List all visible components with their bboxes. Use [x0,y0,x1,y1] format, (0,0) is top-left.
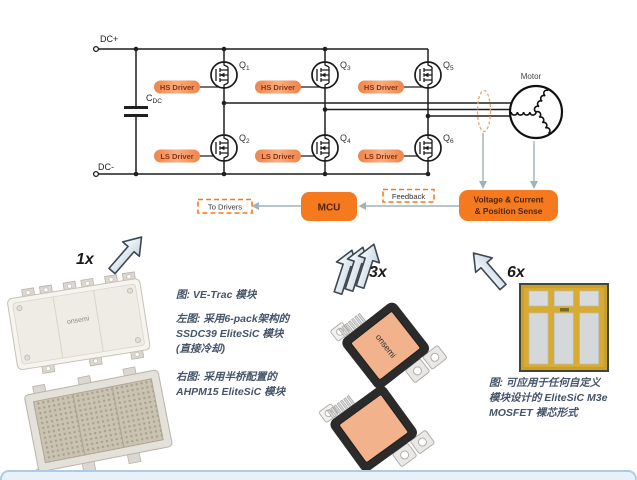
bare-die-photo [519,283,609,372]
multiplier-1x: 1x [76,251,95,268]
motor-label: Motor [521,72,542,81]
current-sense-ellipse [476,89,492,133]
dc-minus-label: DC- [98,162,114,172]
ahpm-module-photo-1: onsemi [329,284,448,406]
transistor-labels: Q1 Q2 Q3 Q4 Q5 Q6 [239,60,454,145]
mosfet-q4 [311,134,339,162]
ls-driver-2 [255,149,301,163]
pinfin-module-photo [24,366,173,480]
svg-text:Q5: Q5 [443,60,454,72]
svg-text:HS Driver: HS Driver [261,83,295,92]
mcu-block: MCU [301,192,357,221]
mosfet-q2 [210,134,238,162]
vetrac-module-photo: onsemi [7,271,151,374]
ls-driver-1 [154,149,200,163]
caption-vetrac-left: 左图: 采用6-pack架构的 SSDC39 EliteSiC 模块 (直接冷却… [176,313,290,355]
dc-plus-label: DC+ [100,34,118,44]
dc-minus-terminal [92,170,100,178]
dc-bus: DC+ DC- [92,34,429,178]
dc-plus-terminal [92,45,100,53]
svg-text:LS Driver: LS Driver [160,152,193,161]
multiplier-3x: 3x [369,264,388,281]
to-drivers-box [197,198,253,214]
hs-driver-3 [358,80,404,94]
svg-text:Q1: Q1 [239,60,250,72]
caption-bare-die: 图: 可应用于任何自定义 模块设计的 EliteSiC M3e MOSFET 裸… [489,377,608,419]
svg-text:HS Driver: HS Driver [364,83,398,92]
multiplier-6x: 6x [507,264,526,281]
junction-dots [133,46,431,177]
svg-text:Q6: Q6 [443,133,454,145]
mosfet-q6 [414,134,442,162]
svg-text:& Position Sense: & Position Sense [475,206,543,216]
arrow-1x [102,229,151,280]
inverter-diagram: DC+ DC- CDC Q1 Q2 Q3 Q4 Q5 Q6 [7,34,609,480]
bottom-accent-bar [0,470,637,480]
feedback-box [382,188,435,203]
svg-text:HS Driver: HS Driver [160,83,194,92]
ls-driver-3 [358,149,404,163]
hs-driver-2 [255,80,301,94]
gate-drivers: HS Driver HS Driver HS Driver LS Driver … [154,80,423,163]
to-drivers-path: To Drivers [197,198,301,214]
mosfet-q3 [311,61,339,89]
svg-text:Voltage & Current: Voltage & Current [474,195,544,205]
svg-text:Q2: Q2 [239,133,250,145]
to-drivers-label: To Drivers [208,203,242,212]
vetrac-logo: onsemi [66,315,90,326]
caption-vetrac-title: 图: VE-Trac 模块 [176,289,257,301]
svg-text:LS Driver: LS Driver [364,152,397,161]
sense-arrows [479,133,538,189]
svg-text:MCU: MCU [318,203,341,214]
feedback-label: Feedback [392,192,426,201]
hs-driver-1 [154,80,200,94]
mosfet-q1 [210,61,238,89]
svg-text:LS Driver: LS Driver [261,152,294,161]
cap-label: CDC [146,93,162,105]
phase-lines [224,102,511,117]
arrow-6x [464,245,513,296]
dc-link-capacitor: CDC [124,49,162,174]
feedback-path: Feedback [358,188,459,210]
sense-block: Voltage & Current & Position Sense [459,190,558,221]
motor: Motor [508,72,564,140]
mosfet-q5 [414,61,442,89]
svg-text:Q3: Q3 [340,60,351,72]
svg-text:Q4: Q4 [340,133,351,145]
caption-vetrac-right: 右图: 采用半桥配置的 AHPM15 EliteSiC 模块 [176,371,286,398]
